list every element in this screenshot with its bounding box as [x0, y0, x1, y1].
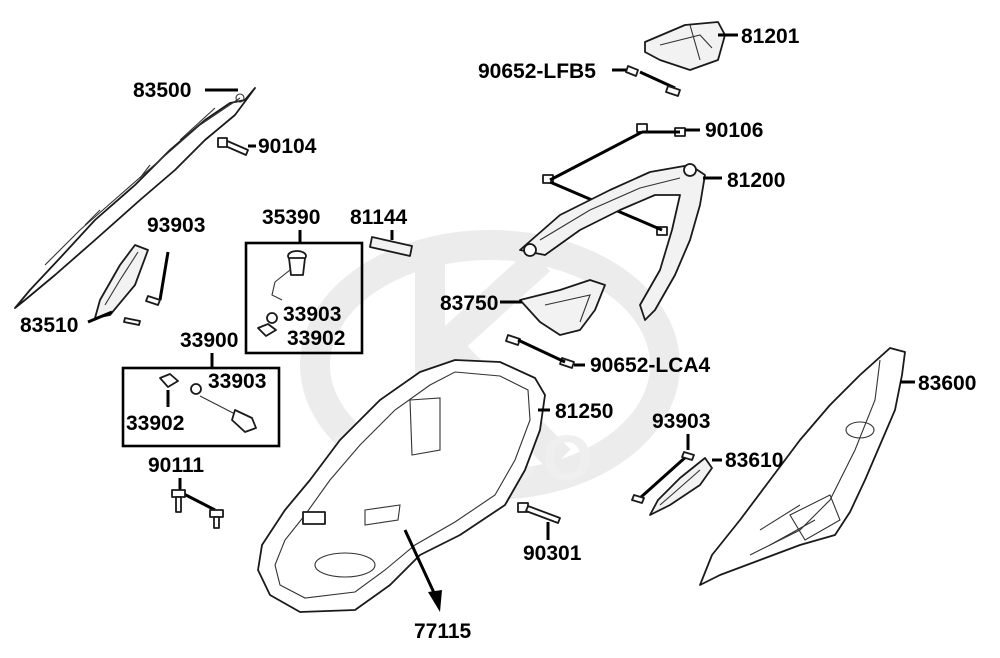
- label-90652-lca4: 90652-LCA4: [590, 354, 711, 377]
- label-33900: 33900: [180, 329, 238, 352]
- part-93903-screws-right: [631, 451, 695, 504]
- arrow-77115: [428, 590, 442, 612]
- leader-93903-left: [158, 251, 170, 301]
- part-90301-bolt: [517, 502, 561, 524]
- leader-90652-lfb5-b: [639, 70, 676, 90]
- label-83610: 83610: [725, 449, 783, 472]
- label-83510: 83510: [20, 314, 78, 337]
- part-83600-right-cover: [699, 347, 906, 586]
- part-33900-socket: [159, 373, 257, 433]
- part-81250-helmet-box: [257, 359, 546, 613]
- leader-77115: [403, 529, 437, 596]
- label-35390: 35390: [262, 206, 320, 229]
- part-90111-bolts: [171, 489, 224, 529]
- part-83610-reflector: [649, 457, 713, 516]
- part-81201-cap: [644, 21, 726, 71]
- label-90104: 90104: [258, 135, 317, 158]
- kit-33900-frame: [121, 366, 281, 448]
- part-81200-carrier: [519, 163, 706, 321]
- label-77115: 77115: [414, 620, 472, 643]
- label-83600: 83600: [918, 372, 976, 395]
- label-83750: 83750: [440, 292, 498, 315]
- label-90652-lfb5: 90652-LFB5: [478, 60, 596, 83]
- label-93903-left: 93903: [147, 214, 205, 237]
- leader-83510: [87, 310, 113, 324]
- label-81144: 81144: [350, 206, 408, 229]
- label-81250: 81250: [555, 400, 613, 423]
- label-33903-a: 33903: [283, 303, 341, 326]
- label-33902-b: 33902: [126, 412, 184, 435]
- part-83510-reflector: [94, 244, 149, 319]
- label-33903-b: 33903: [208, 370, 266, 393]
- part-35390-socket: [257, 250, 307, 337]
- part-83750-panel: [519, 279, 606, 336]
- label-81200: 81200: [727, 169, 785, 192]
- leader-90652-lca4: [517, 338, 566, 364]
- part-90652-lfb5-screws: [625, 65, 681, 97]
- part-90104-bolt: [217, 137, 249, 156]
- leader-93903-right-b: [638, 453, 690, 500]
- part-93903-screw-left: [123, 295, 161, 326]
- label-83500: 83500: [133, 79, 191, 102]
- label-33902-a: 33902: [287, 327, 345, 350]
- label-81201: 81201: [741, 25, 800, 48]
- part-83500-left-cover: [14, 87, 256, 309]
- label-93903-right: 93903: [652, 410, 710, 433]
- leader-90106-a: [549, 130, 643, 182]
- label-90111: 90111: [148, 454, 204, 477]
- label-90301: 90301: [523, 542, 582, 565]
- part-81144-bracket: [369, 236, 413, 257]
- kit-35390-frame: [244, 241, 364, 355]
- label-90106: 90106: [705, 119, 763, 142]
